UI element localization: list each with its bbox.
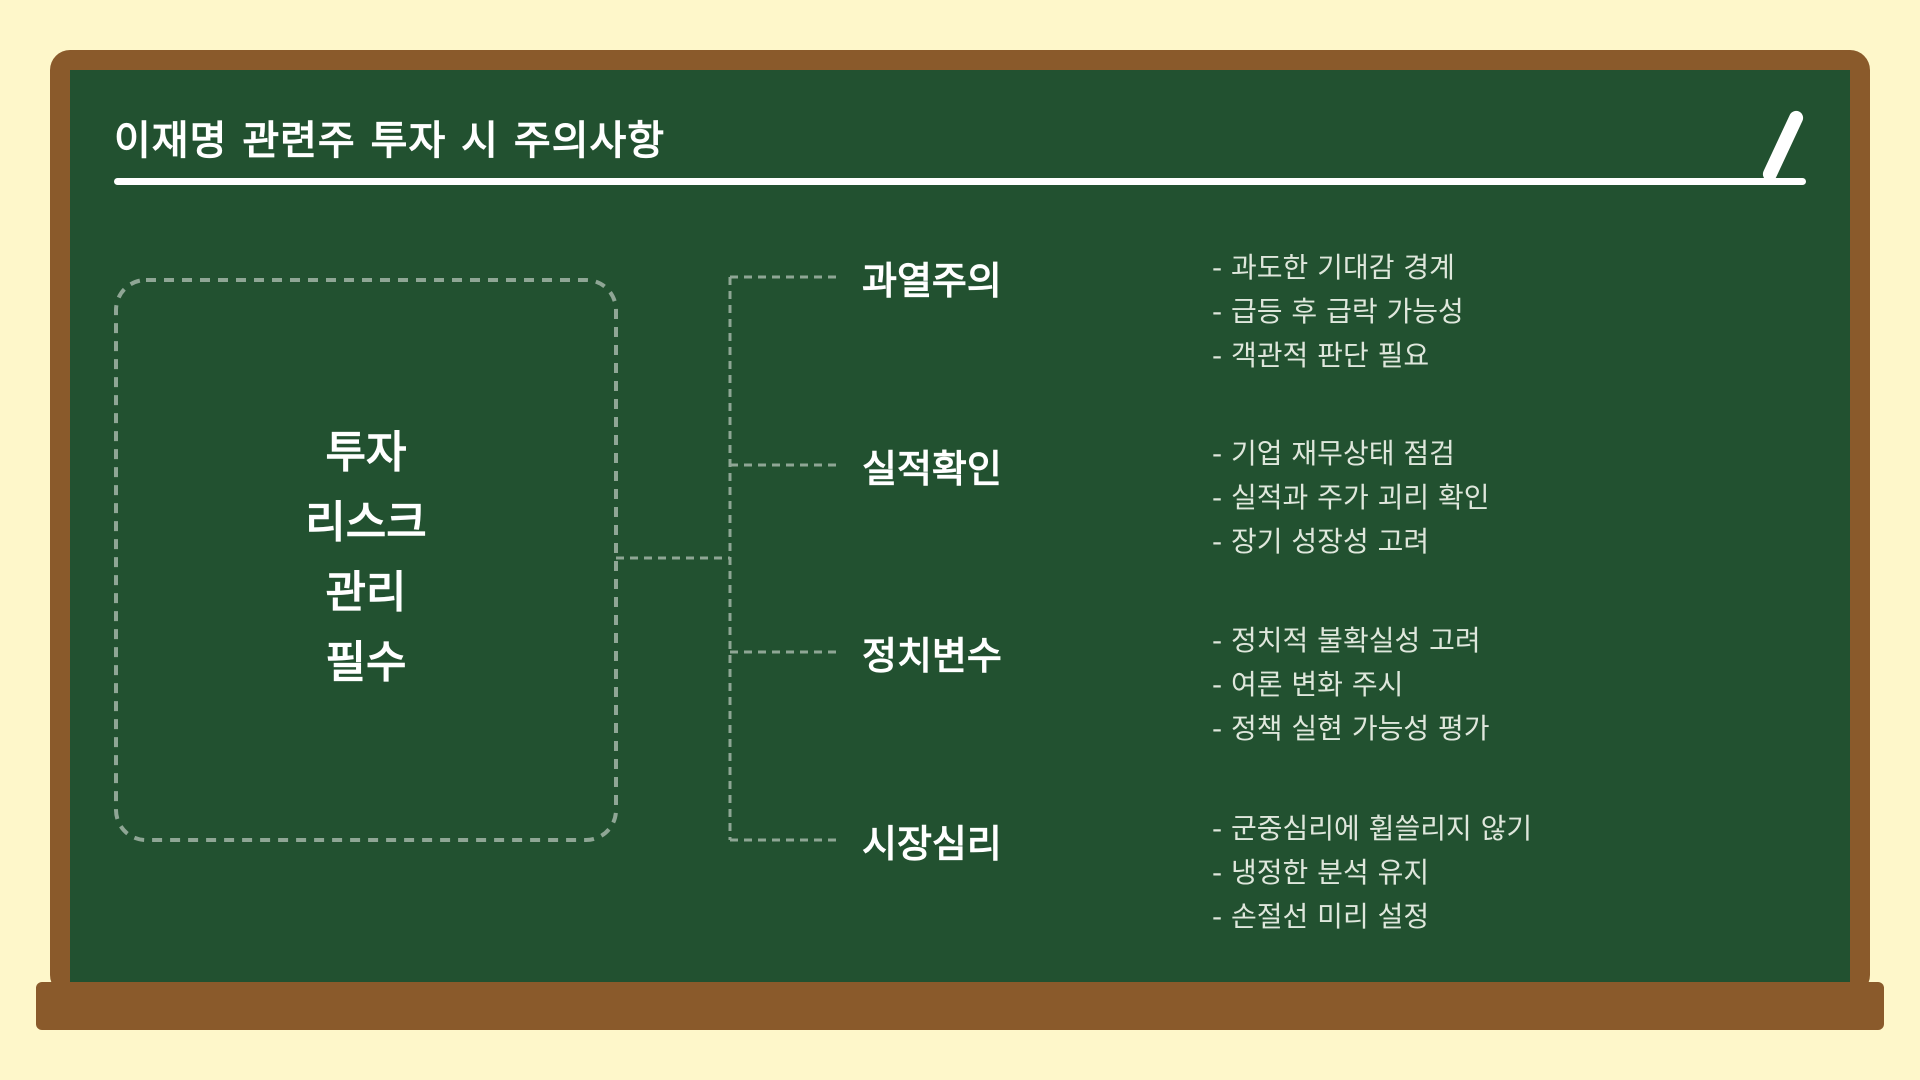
detail-item: - 기업 재무상태 점검 — [1212, 437, 1455, 470]
page-title: 이재명 관련주 투자 시 주의사항 — [114, 118, 666, 164]
detail-item: - 손절선 미리 설정 — [1212, 900, 1430, 933]
chalkboard — [70, 70, 1850, 982]
center-line: 관리 — [325, 567, 407, 618]
center-box-border — [114, 278, 618, 842]
detail-item: - 과도한 기대감 경계 — [1212, 251, 1455, 284]
detail-item: - 정책 실현 가능성 평가 — [1212, 712, 1490, 745]
title-underline — [114, 178, 1806, 185]
branch-label-politics: 정치변수 — [862, 634, 1002, 678]
chalkboard-ledge — [36, 982, 1884, 1030]
detail-item: - 실적과 주가 괴리 확인 — [1212, 481, 1490, 514]
detail-item: - 여론 변화 주시 — [1212, 668, 1404, 701]
center-line: 필수 — [325, 637, 407, 688]
branch-details-sentiment: - 군중심리에 휩쓸리지 않기 - 냉정한 분석 유지 - 손절선 미리 설정 — [1212, 807, 1532, 939]
branch-details-politics: - 정치적 불확실성 고려 - 여론 변화 주시 - 정책 실현 가능성 평가 — [1212, 619, 1490, 751]
detail-item: - 장기 성장성 고려 — [1212, 525, 1430, 558]
branch-label-sentiment: 시장심리 — [862, 822, 1002, 866]
detail-item: - 군중심리에 휩쓸리지 않기 — [1212, 812, 1533, 845]
detail-item: - 냉정한 분석 유지 — [1212, 856, 1430, 889]
branch-label-earnings: 실적확인 — [862, 447, 1002, 491]
detail-item: - 정치적 불확실성 고려 — [1212, 624, 1481, 657]
branch-label-overheat: 과열주의 — [862, 259, 1002, 303]
detail-item: - 급등 후 급락 가능성 — [1212, 295, 1464, 328]
center-node: 투자 리스크 관리 필수 — [116, 418, 616, 698]
branch-details-overheat: - 과도한 기대감 경계 - 급등 후 급락 가능성 - 객관적 판단 필요 — [1212, 246, 1464, 378]
detail-item: - 객관적 판단 필요 — [1212, 339, 1430, 372]
branch-details-earnings: - 기업 재무상태 점검 - 실적과 주가 괴리 확인 - 장기 성장성 고려 — [1212, 432, 1490, 564]
center-line: 리스크 — [305, 497, 427, 548]
center-line: 투자 — [325, 427, 407, 478]
